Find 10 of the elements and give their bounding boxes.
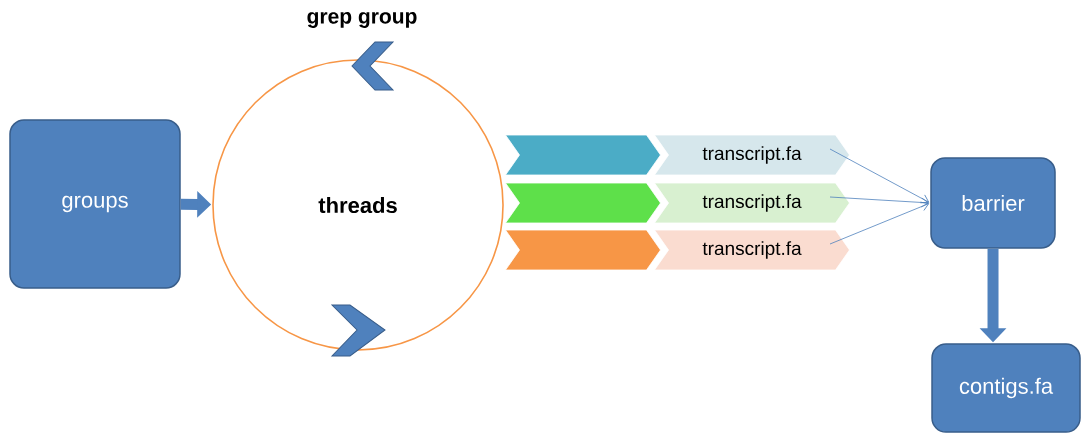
arrow	[829, 196, 929, 208]
group-label: grep group	[307, 12, 417, 28]
process-box: groups	[9, 119, 181, 289]
chevron-shape	[505, 229, 661, 271]
arrow	[829, 201, 930, 245]
process-box: barrier	[930, 157, 1056, 249]
process-box: contigs.fa	[931, 343, 1081, 433]
arrow	[829, 148, 930, 204]
chevron-shape	[505, 134, 661, 176]
chevron-shape	[505, 182, 661, 224]
